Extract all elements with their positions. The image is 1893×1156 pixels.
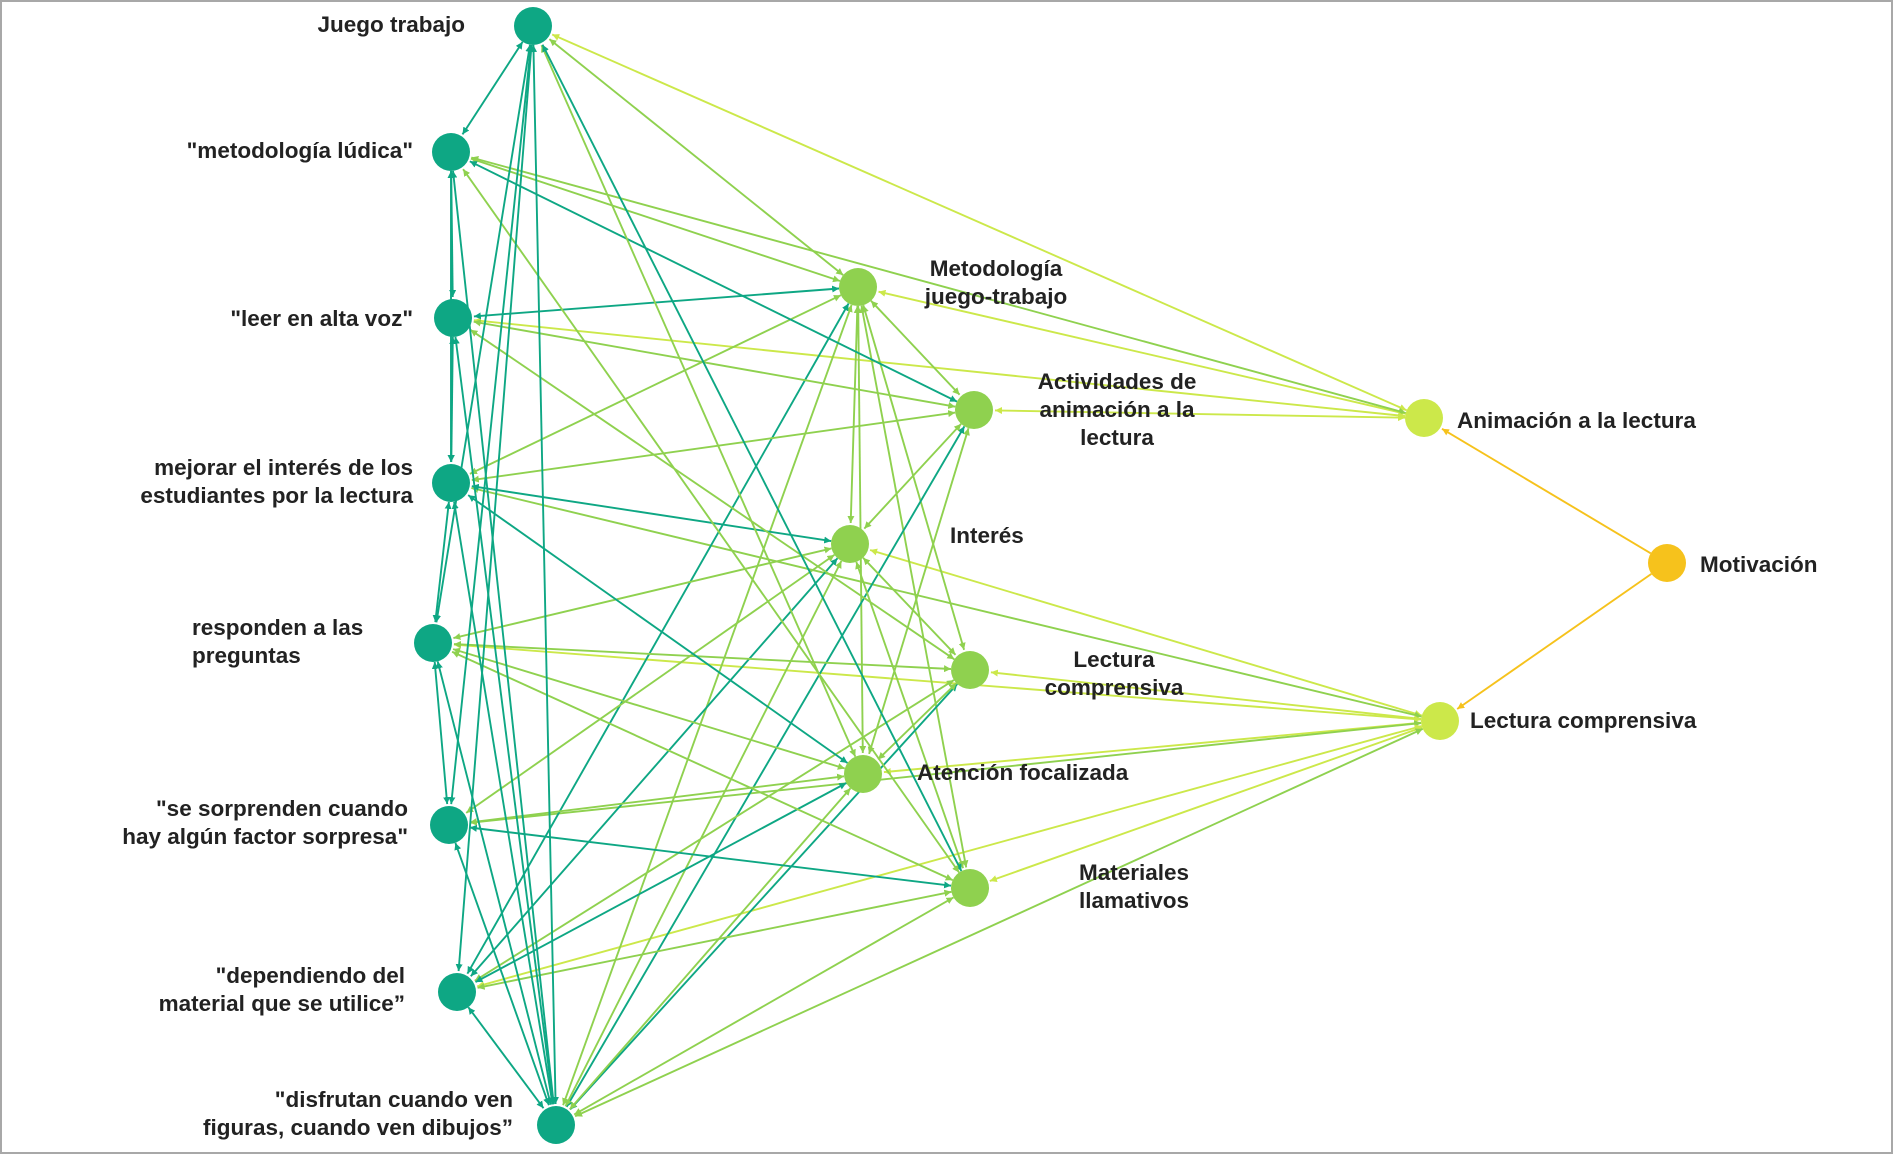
node-metjuego[interactable] (839, 268, 877, 306)
labels-layer: Juego trabajo "metodología lúdica" "leer e… (122, 12, 1817, 1140)
edge-lectcomp-disfrutan (574, 728, 1424, 1118)
node-lectcomp_mid[interactable] (951, 651, 989, 689)
edge-mejorar-responden (432, 501, 452, 623)
label-lectcomp: Lectura comprensiva (1470, 708, 1697, 733)
label-animacion: Animación a la lectura (1457, 408, 1696, 433)
edge-animacion-metjuego (878, 289, 1406, 416)
node-disfrutan[interactable] (537, 1106, 575, 1144)
edge-atencion-dependiendo (475, 782, 847, 983)
edge-motivacion-lectcomp (1456, 573, 1652, 710)
node-juego[interactable] (514, 7, 552, 45)
edge-metjuego-juego (548, 38, 844, 276)
edge-responden-sorprenden (431, 661, 451, 805)
edge-actividades-atencion (867, 427, 970, 755)
edge-metjuego-disfrutan (562, 304, 853, 1106)
edge-responden-disfrutan (436, 661, 553, 1105)
edge-metjuego-mejorar (469, 294, 842, 475)
edge-juego-metludica (461, 41, 524, 135)
edge-juego-dependiendo (455, 44, 535, 972)
edge-sorprenden-disfrutan (454, 842, 550, 1106)
edge-metjuego-lectcomp_mid (861, 304, 966, 651)
edge-actividades-mejorar (471, 410, 956, 483)
edges-layer (431, 33, 1652, 1118)
edge-materiales-juego (541, 44, 963, 872)
edge-motivacion-animacion (1441, 427, 1652, 555)
edge-lectcomp-materiales (989, 726, 1423, 882)
edge-leer-mejorar (447, 336, 457, 463)
edge-materiales-disfrutan (573, 896, 954, 1116)
label-interes: Interés (950, 523, 1024, 548)
edge-animacion-juego (551, 33, 1407, 412)
node-interes[interactable] (831, 525, 869, 563)
edge-materiales-sorprenden (469, 824, 952, 889)
node-leer[interactable] (434, 299, 472, 337)
node-sorprenden[interactable] (430, 806, 468, 844)
edge-actividades-interes (863, 423, 962, 530)
node-animacion[interactable] (1405, 399, 1443, 437)
node-metludica[interactable] (432, 133, 470, 171)
edge-metjuego-interes (847, 305, 861, 524)
node-atencion[interactable] (844, 755, 882, 793)
edge-mejorar-disfrutan (451, 501, 555, 1105)
label-leer: "leer en alta voz" (230, 306, 413, 331)
nodes-layer (414, 7, 1686, 1144)
edge-lectcomp_mid-dependiendo (474, 679, 955, 982)
edge-dependiendo-disfrutan (467, 1006, 545, 1109)
label-motivacion: Motivación (1700, 552, 1818, 577)
edge-animacion-leer (473, 317, 1406, 419)
edge-metjuego-metludica (470, 157, 841, 283)
edge-atencion-sorprenden (469, 773, 845, 826)
node-dependiendo[interactable] (438, 973, 476, 1011)
node-responden[interactable] (414, 624, 452, 662)
edge-metjuego-leer (473, 285, 840, 320)
edge-interes-disfrutan (564, 560, 843, 1107)
edge-interes-responden (453, 546, 832, 640)
label-juego: Juego trabajo (317, 12, 465, 37)
node-lectcomp[interactable] (1421, 702, 1459, 740)
node-materiales[interactable] (951, 869, 989, 907)
label-atencion: Atención focalizada (917, 760, 1129, 785)
node-mejorar[interactable] (432, 464, 470, 502)
label-metludica: "metodología lúdica" (187, 138, 413, 163)
node-actividades[interactable] (955, 391, 993, 429)
node-motivacion[interactable] (1648, 544, 1686, 582)
